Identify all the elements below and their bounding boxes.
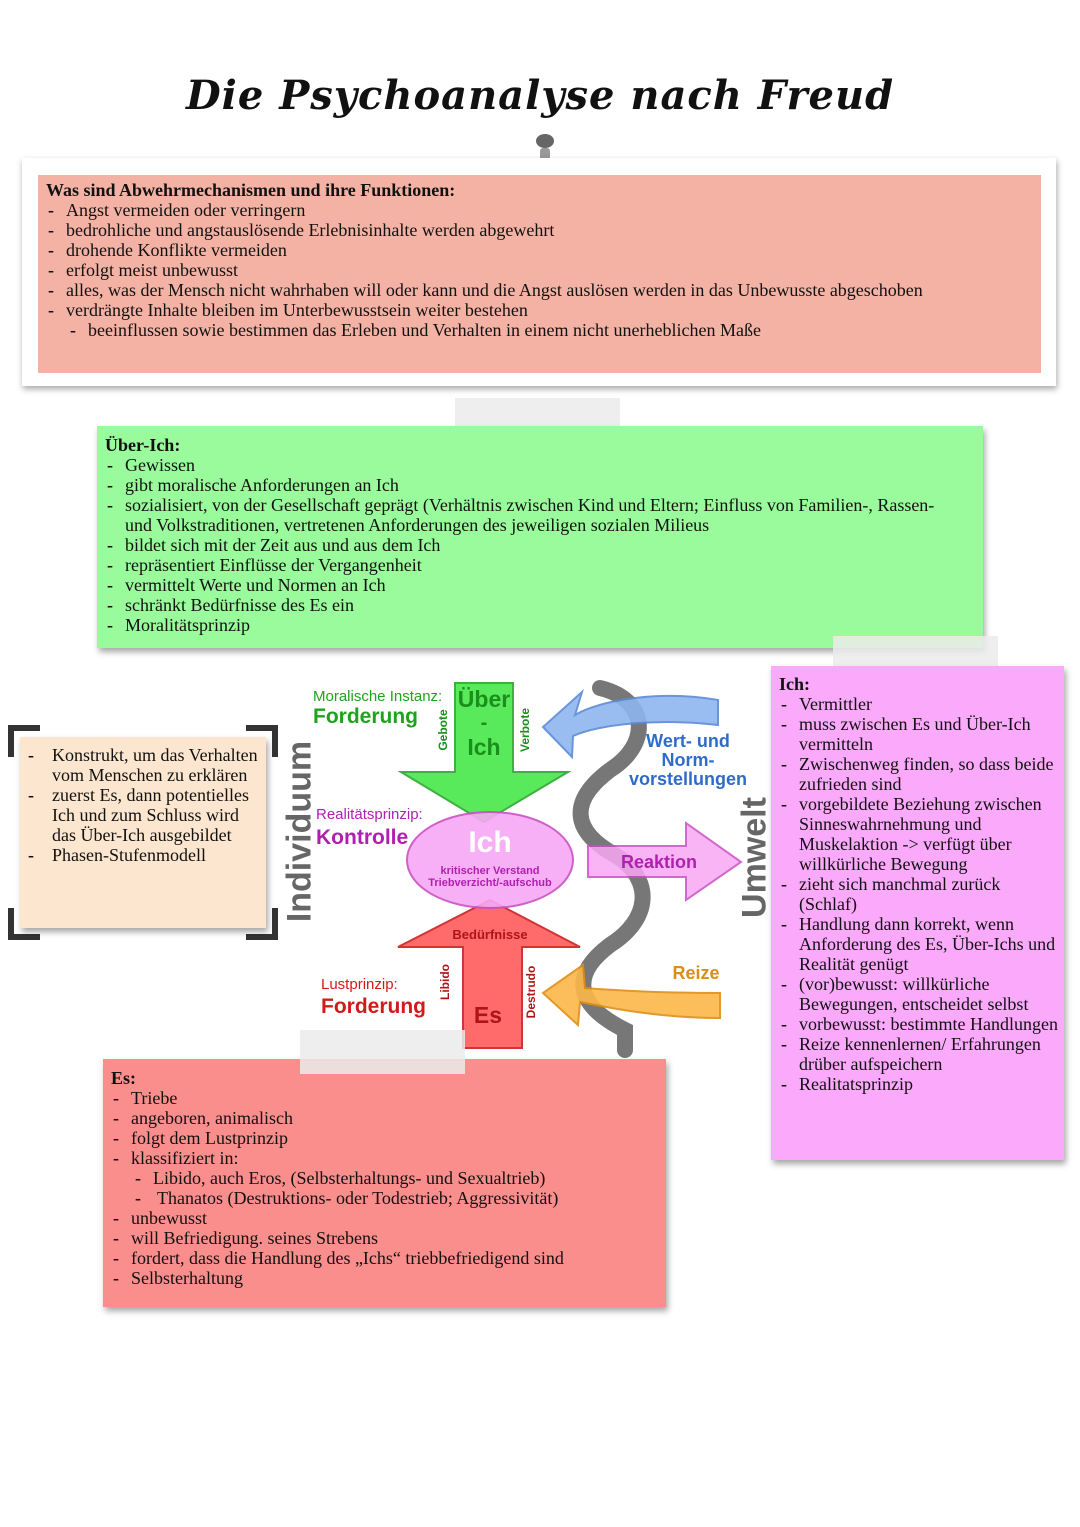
list-item: muss zwischen Es und Über-Ich vermitteln xyxy=(779,714,1058,754)
reize-label: Reize xyxy=(672,963,720,983)
list-item: Gewissen xyxy=(105,455,975,475)
reize-arrow xyxy=(541,963,721,1028)
frame-corner-icon xyxy=(8,725,40,757)
list-item: klassifiziert in: xyxy=(111,1148,658,1168)
frame-corner-icon xyxy=(8,908,40,940)
konstrukt-frame: Konstrukt, um das Verhalten vom Menschen… xyxy=(8,725,278,940)
dash-label: - xyxy=(480,712,488,734)
es-note: Es: Triebe angeboren, animalisch folgt d… xyxy=(103,1059,666,1307)
list-item: fordert, dass die Handlung des „Ichs“ tr… xyxy=(111,1248,658,1268)
verbote-label: Verbote xyxy=(518,708,532,753)
list-item: will Befriedigung. seines Strebens xyxy=(111,1228,658,1248)
umwelt-label: Umwelt xyxy=(735,797,774,918)
list-item: Angst vermeiden oder verringern xyxy=(46,200,1033,220)
list-item: Zwischenweg finden, so dass beide zufrie… xyxy=(779,754,1058,794)
es-label: Es xyxy=(473,1002,503,1028)
realitaet-label: Realitätsprinzip: xyxy=(316,806,423,823)
konstrukt-list: Konstrukt, um das Verhalten vom Menschen… xyxy=(26,745,260,865)
list-item: Thanatos (Destruktions- oder Todestrieb;… xyxy=(133,1188,658,1208)
list-item: unbewusst xyxy=(111,1208,658,1228)
gebote-label: Gebote xyxy=(436,709,450,751)
list-item: erfolgt meist unbewusst xyxy=(46,260,1033,280)
list-item: repräsentiert Einflüsse der Vergangenhei… xyxy=(105,555,975,575)
es-arrow xyxy=(397,898,581,1049)
ueberich-arrow xyxy=(397,682,572,824)
moral-forderung: Forderung xyxy=(313,705,418,728)
list-item: Moralitätsprinzip xyxy=(105,615,975,635)
wert-label-3: vorstellungen xyxy=(628,769,748,789)
list-item: folgt dem Lustprinzip xyxy=(111,1128,658,1148)
wert-label-2: Norm- xyxy=(661,750,715,770)
kontrolle-label: Kontrolle xyxy=(316,826,409,849)
list-item: verdrängte Inhalte bleiben im Unterbewus… xyxy=(46,300,1033,320)
abwehr-note: Was sind Abwehrmechanismen und ihre Funk… xyxy=(38,175,1041,373)
list-item: vorbewusst: bestimmte Handlungen xyxy=(779,1014,1058,1034)
es-list: Triebe angeboren, animalisch folgt dem L… xyxy=(111,1088,658,1168)
individuum-label: Individuum xyxy=(280,740,319,923)
list-item: sozialisiert, von der Gesellschaft geprä… xyxy=(105,495,975,535)
page-title: Die Psychoanalyse nach Freud xyxy=(185,72,895,119)
list-item: schränkt Bedürfnisse des Es ein xyxy=(105,595,975,615)
frame-corner-icon xyxy=(246,908,278,940)
list-item: Selbsterhaltung xyxy=(111,1268,658,1288)
list-item: alles, was der Mensch nicht wahrhaben wi… xyxy=(46,280,1033,300)
ich-big-label: Ich xyxy=(468,826,512,859)
list-item: zuerst Es, dann potentielles Ich und zum… xyxy=(26,785,260,845)
list-item: drohende Konflikte vermeiden xyxy=(46,240,1033,260)
list-item: Vermittler xyxy=(779,694,1058,714)
lust-forderung: Forderung xyxy=(321,995,426,1018)
list-item: Handlung dann korrekt, wenn Anforderung … xyxy=(779,914,1058,974)
triebverzicht-label: Triebverzicht/-aufschub xyxy=(428,877,552,889)
destrudo-label: Destrudo xyxy=(524,965,538,1019)
list-item: zieht sich manchmal zurück (Schlaf) xyxy=(779,874,1058,914)
list-item: beeinflussen sowie bestimmen das Erleben… xyxy=(68,320,1033,340)
ueber-label: Über xyxy=(457,686,511,712)
es-list-2: unbewusst will Befriedigung. seines Stre… xyxy=(111,1208,658,1288)
moral-label: Moralische Instanz: xyxy=(313,688,443,705)
reaktion-arrow xyxy=(587,821,743,902)
list-item: Konstrukt, um das Verhalten vom Menschen… xyxy=(26,745,260,785)
ich-ellipse xyxy=(406,811,574,909)
list-item: Phasen-Stufenmodell xyxy=(26,845,260,865)
lust-label: Lustprinzip: xyxy=(321,976,398,993)
list-item: vorgebildete Beziehung zwischen Sinneswa… xyxy=(779,794,1058,874)
ich-list: Vermittler muss zwischen Es und Über-Ich… xyxy=(779,694,1058,1094)
list-item: Realitatsprinzip xyxy=(779,1074,1058,1094)
wert-arrow xyxy=(541,688,719,760)
es-heading: Es: xyxy=(111,1068,137,1088)
wert-label-1: Wert- und xyxy=(646,731,730,751)
list-item: vermittelt Werte und Normen an Ich xyxy=(105,575,975,595)
pin-icon xyxy=(535,134,555,166)
frame-corner-icon xyxy=(246,725,278,757)
libido-label: Libido xyxy=(438,964,452,1000)
list-item: Reize kennenlernen/ Erfahrungen drüber a… xyxy=(779,1034,1058,1074)
es-sublist: Libido, auch Eros, (Selbsterhaltungs- un… xyxy=(111,1168,658,1208)
list-item: Libido, auch Eros, (Selbsterhaltungs- un… xyxy=(133,1168,658,1188)
abwehr-list: Angst vermeiden oder verringern bedrohli… xyxy=(46,200,1033,320)
list-item: bildet sich mit der Zeit aus und aus dem… xyxy=(105,535,975,555)
list-item: (vor)bewusst: willkürliche Bewegungen, e… xyxy=(779,974,1058,1014)
ueberich-list: Gewissen gibt moralische Anforderungen a… xyxy=(105,455,975,635)
tape xyxy=(300,1030,465,1074)
ueberich-note: Über-Ich: Gewissen gibt moralische Anfor… xyxy=(97,426,983,648)
beduerfnisse-label: Bedürfnisse xyxy=(452,927,528,942)
list-item: angeboren, animalisch xyxy=(111,1108,658,1128)
abwehr-sublist: beeinflussen sowie bestimmen das Erleben… xyxy=(46,320,1033,340)
list-item: Triebe xyxy=(111,1088,658,1108)
ich-note: Ich: Vermittler muss zwischen Es und Übe… xyxy=(771,666,1064,1160)
abwehr-heading: Was sind Abwehrmechanismen und ihre Funk… xyxy=(46,180,456,200)
verstand-label: kritischer Verstand xyxy=(440,865,540,877)
reaktion-label: Reaktion xyxy=(620,852,698,872)
ich-small-label: Ich xyxy=(467,734,501,760)
konstrukt-note: Konstrukt, um das Verhalten vom Menschen… xyxy=(20,737,266,928)
psyche-diagram xyxy=(397,680,743,1058)
list-item: gibt moralische Anforderungen an Ich xyxy=(105,475,975,495)
list-item: bedrohliche und angstauslösende Erlebnis… xyxy=(46,220,1033,240)
ich-heading: Ich: xyxy=(779,674,810,694)
ueberich-heading: Über-Ich: xyxy=(105,435,181,455)
